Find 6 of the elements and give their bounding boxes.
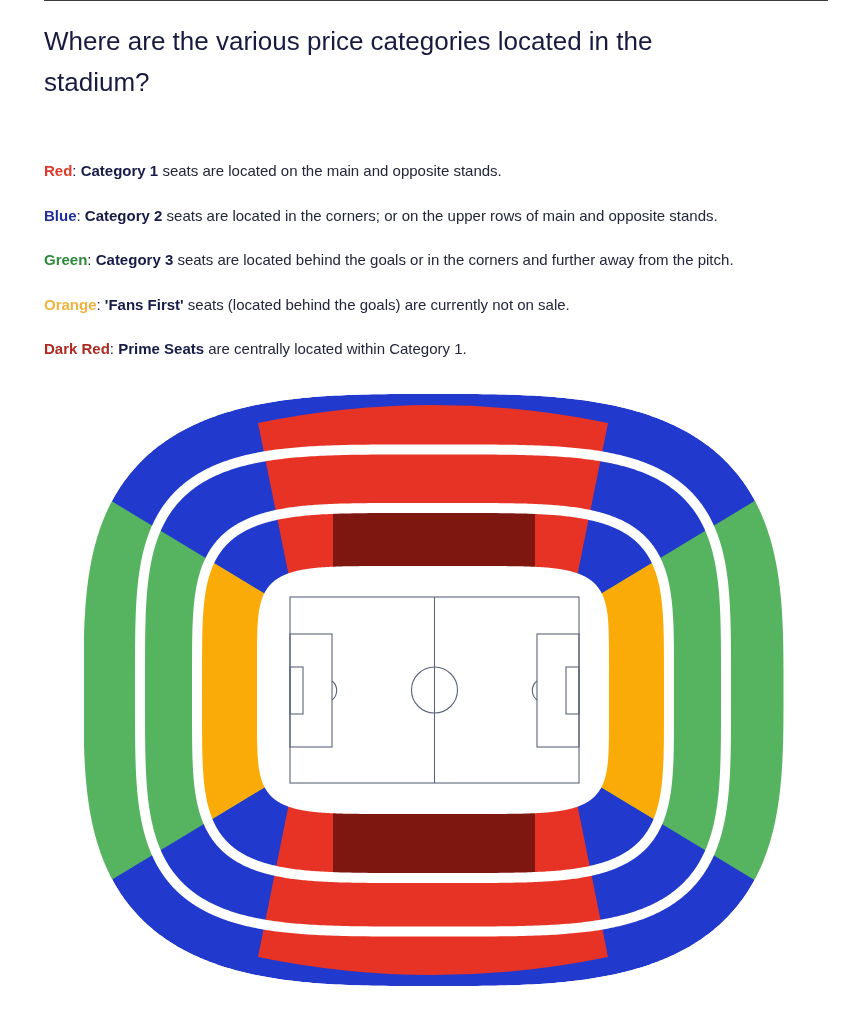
legend-entry: Orange: 'Fans First' seats (located behind the goals) are currently not on sale.	[44, 294, 570, 315]
legend-entry: Green: Category 3 seats are located behind the goals or in the corners and further away from the pitch.	[44, 250, 734, 270]
legend-entry: Red: Category 1 seats are located on the main and opposite stands.	[44, 161, 502, 181]
legend-entry: Dark Red: Prime Seats are centrally located within Category 1.	[44, 339, 467, 359]
title: Where are the various price categories located in the stadium?	[44, 25, 654, 99]
legend-entry: Blue: Category 2 seats are located in the corners; or on the upper rows of main and opposite stands.	[44, 205, 718, 226]
